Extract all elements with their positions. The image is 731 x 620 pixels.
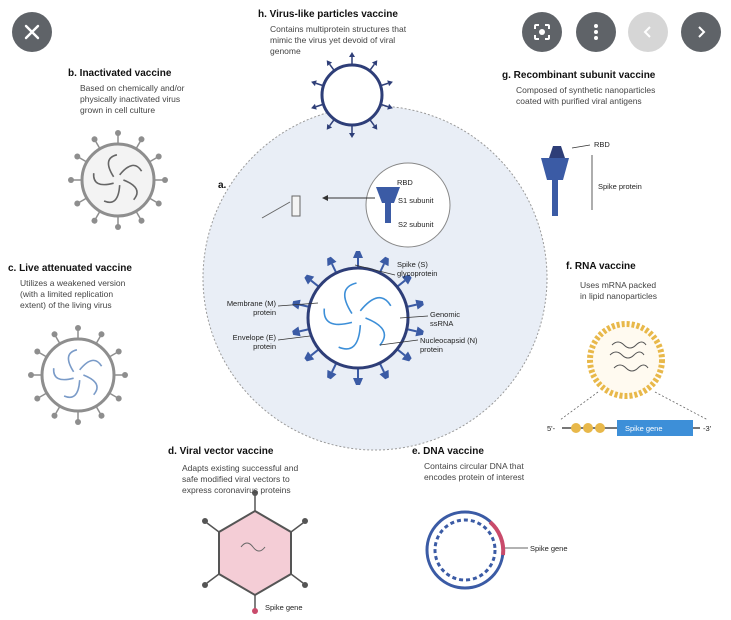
virus-leader-lines xyxy=(277,264,429,346)
panel-h-desc-2: mimic the virus yet devoid of viral xyxy=(270,35,396,45)
zoom-rbd-label: RBD xyxy=(397,178,413,187)
more-vert-icon xyxy=(594,24,598,40)
next-button[interactable] xyxy=(681,12,721,52)
zoom-s1-label: S1 subunit xyxy=(398,196,434,205)
panel-f-desc-1: Uses mRNA packed xyxy=(580,280,657,290)
panel-h-desc-1: Contains multiprotein structures that xyxy=(270,24,407,34)
panel-h-desc-3: genome xyxy=(270,46,301,56)
zoom-circle xyxy=(365,162,451,248)
panel-f-desc-2: in lipid nanoparticles xyxy=(580,291,658,301)
panel-f-title: f. RNA vaccine xyxy=(566,261,636,272)
panel-e-desc-2: encodes protein of interest xyxy=(424,472,525,482)
previous-button[interactable] xyxy=(628,12,668,52)
panel-b-desc-3: grown in cell culture xyxy=(80,105,156,115)
label-genomic-ssrna: Genomic ssRNA xyxy=(430,310,461,328)
dna-plasmid-icon xyxy=(425,510,506,590)
panel-e-title: e. DNA vaccine xyxy=(412,446,484,457)
label-membrane-protein: Membrane (M) protein xyxy=(226,299,276,317)
chevron-right-icon xyxy=(698,26,706,38)
panel-d-title: d. Viral vector vaccine xyxy=(168,446,274,457)
panel-e-gene-label: Spike gene xyxy=(530,544,568,553)
spike-protein-zoom-icon xyxy=(376,187,400,223)
panel-f-gene-label: Spike gene xyxy=(625,424,663,433)
panel-d-gene-label: Spike gene xyxy=(265,603,303,612)
lipid-nanoparticle-icon xyxy=(587,321,665,399)
panel-c-desc-1: Utilizes a weakened version xyxy=(20,278,126,288)
inactivated-virus-icon xyxy=(67,129,169,231)
panel-a-letter: a. xyxy=(218,180,227,191)
panel-c-title: c. Live attenuated vaccine xyxy=(8,263,132,274)
attenuated-virus-icon xyxy=(27,324,129,426)
panel-d-desc-3: express coronavirus proteins xyxy=(182,485,291,495)
more-options-button[interactable] xyxy=(576,12,616,52)
recombinant-spike-protein-icon xyxy=(541,146,569,216)
label-spike-glycoprotein: Spike (S) glycoprotein xyxy=(397,260,438,278)
coronavirus-icon xyxy=(290,250,426,386)
viral-vector-icon xyxy=(202,490,308,614)
zoom-s2-label: S2 subunit xyxy=(398,220,434,229)
label-nucleocapsid-protein: Nucleocapsid (N) protein xyxy=(420,336,478,354)
panel-b-title: b. Inactivated vaccine xyxy=(68,68,172,79)
mrna-strand-icon xyxy=(562,420,700,436)
panel-f-3prime: -3' xyxy=(703,424,712,433)
panel-d-desc-2: safe modified viral vectors to xyxy=(182,474,290,484)
lens-button[interactable] xyxy=(522,12,562,52)
label-envelope-protein: Envelope (E) protein xyxy=(232,333,276,351)
chevron-left-icon xyxy=(643,26,651,38)
needle-icon xyxy=(261,195,301,219)
panel-b-desc-2: physically inactivated virus xyxy=(80,94,181,104)
panel-h-title: h. Virus-like particles vaccine xyxy=(258,9,398,20)
panel-d-desc-1: Adapts existing successful and xyxy=(182,463,299,473)
panel-c-desc-3: extent) of the living virus xyxy=(20,300,112,310)
panel-g-desc-1: Composed of synthetic nanoparticles xyxy=(516,85,656,95)
virus-like-particle-icon xyxy=(309,51,395,139)
panel-f-5prime: 5'- xyxy=(547,424,556,433)
panel-e-desc-1: Contains circular DNA that xyxy=(424,461,524,471)
panel-g-desc-2: coated with purified viral antigens xyxy=(516,96,642,106)
panel-c-desc-2: (with a limited replication xyxy=(20,289,114,299)
panel-g-rbd-label: RBD xyxy=(594,140,610,149)
lens-icon xyxy=(534,24,550,40)
panel-g-spike-label: Spike protein xyxy=(598,182,642,191)
close-button[interactable] xyxy=(12,12,52,52)
close-icon xyxy=(24,24,40,40)
panel-b-desc-1: Based on chemically and/or xyxy=(80,83,185,93)
panel-g-title: g. Recombinant subunit vaccine xyxy=(502,70,656,81)
